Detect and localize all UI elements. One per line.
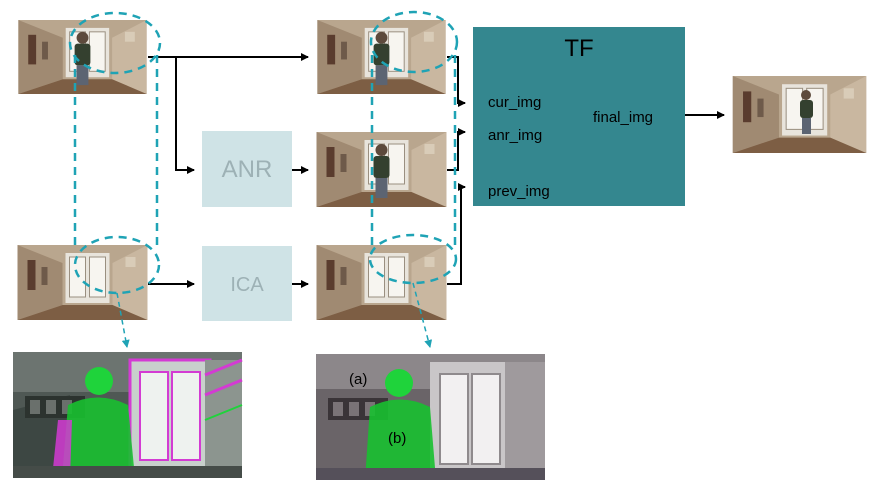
roi-ellipse-prev	[368, 233, 458, 285]
anr-block	[202, 131, 292, 207]
arrow-cur-to-tf	[447, 56, 466, 107]
tf-block	[473, 27, 685, 206]
roi-ellipse-cur	[369, 10, 459, 74]
cur-img-photo	[316, 20, 447, 94]
anr-img-photo	[316, 132, 447, 207]
arrow-input-to-anr	[175, 57, 195, 174]
tf-title: TF	[564, 35, 593, 62]
input-frame-top-photo	[17, 20, 148, 94]
tf-input-cur-img: cur_img	[488, 94, 541, 111]
tf-input-anr-img: anr_img	[488, 127, 542, 144]
roi-highlights	[68, 10, 459, 295]
flow-arrows	[148, 53, 725, 288]
anr-label: ANR	[222, 156, 273, 183]
annotation-b: (b)	[388, 430, 406, 447]
tf-input-prev-img: prev_img	[488, 183, 550, 200]
arrow-prev-to-tf	[447, 183, 466, 285]
roi-ellipse-input-bottom	[73, 235, 161, 295]
tf-output-final-img: final_img	[593, 109, 653, 126]
ica-label: ICA	[230, 274, 264, 296]
arrow-zoom-left	[116, 292, 130, 348]
roi-ellipse-input-top	[68, 11, 162, 75]
arrow-zoom-right	[412, 282, 433, 348]
prev-img-photo	[316, 245, 447, 320]
ica-block	[202, 246, 292, 321]
overlay-green-magenta-photo	[13, 352, 243, 478]
grayscale-overlay-photo	[316, 354, 545, 480]
annotation-a: (a)	[349, 371, 367, 388]
arrow-anr-to-tf	[447, 128, 466, 171]
final-img-photo	[732, 76, 867, 153]
